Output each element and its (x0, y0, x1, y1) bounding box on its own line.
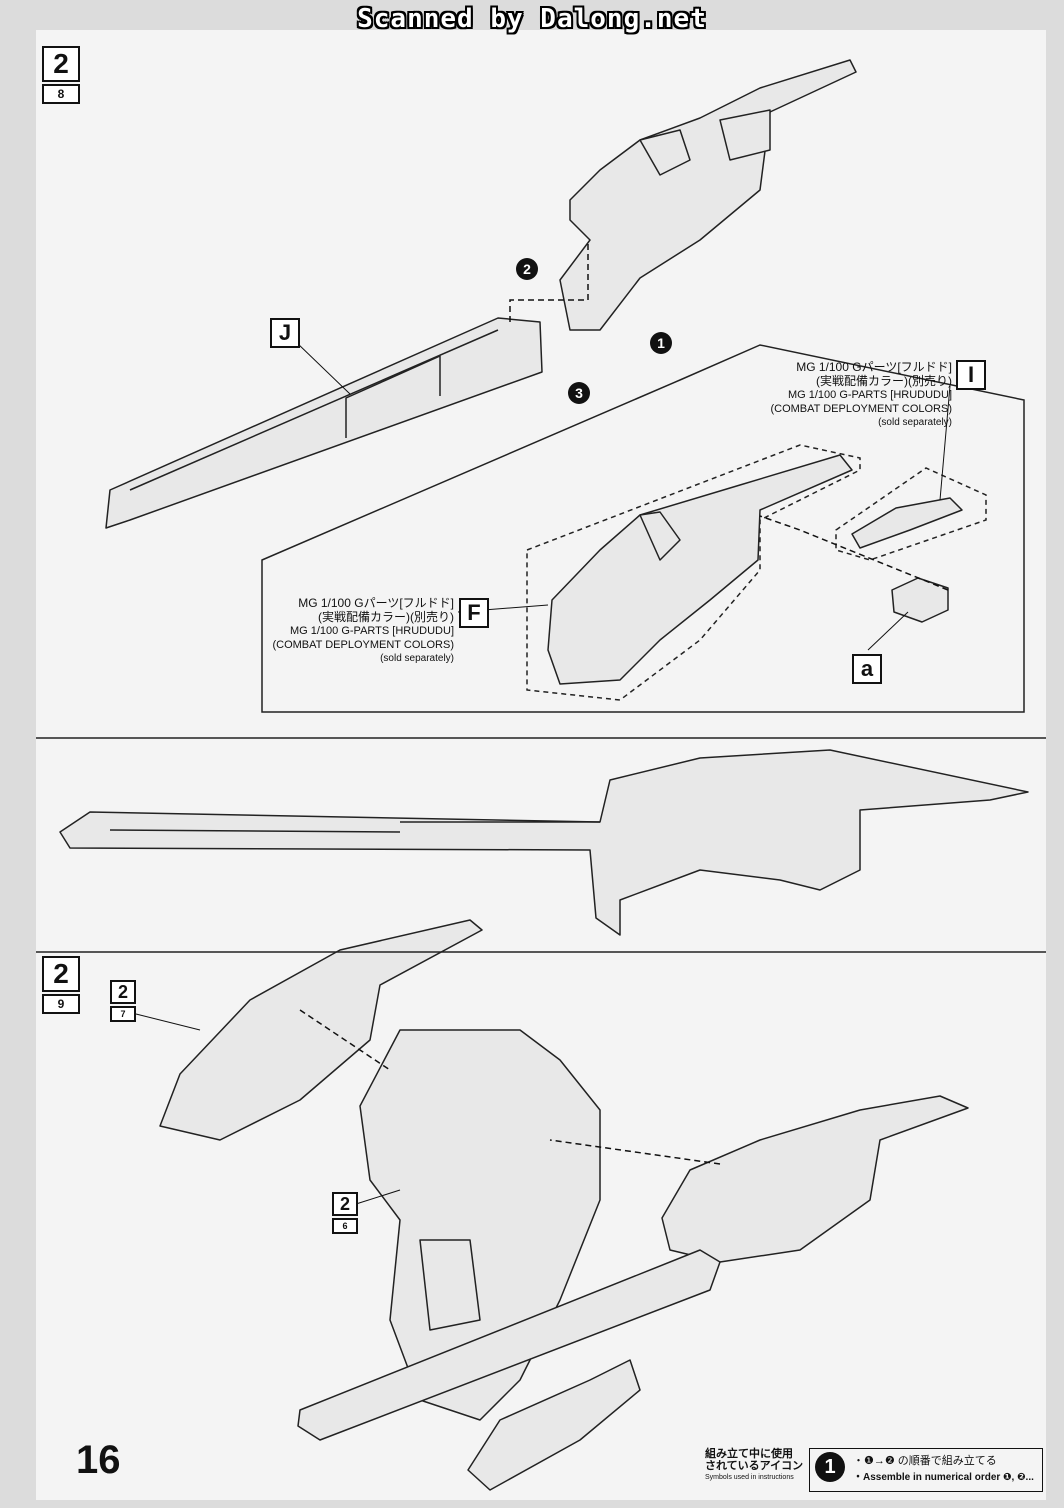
step-sub-number: 8 (42, 84, 80, 104)
symbol-legend: 組み立て中に使用 されているアイコン Symbols used in instr… (705, 1448, 1045, 1492)
barrel-bottom (297, 1249, 721, 1441)
step-sub-number: 9 (42, 994, 80, 1014)
page-number: 16 (76, 1438, 121, 1482)
step-sub-number: 6 (332, 1218, 358, 1234)
step-badge-9: 2 9 (42, 956, 80, 1014)
gparts-jp-note: (実戦配備カラー)(別売り) (318, 610, 454, 624)
inset-frame (261, 344, 1025, 713)
legend-box (809, 1448, 1043, 1492)
assembled-weapon (59, 749, 1029, 936)
part-tag-j: J (270, 318, 300, 348)
gparts-jp-note: (実戦配備カラー)(別売り) (816, 374, 952, 388)
step-ref-7: 2 7 (110, 980, 136, 1022)
weapon-right (661, 1095, 969, 1263)
weapon-left (159, 919, 483, 1141)
gparts-en-name: MG 1/100 G-PARTS [HRUDUDU] (787, 389, 952, 401)
step-ref-6: 2 6 (332, 1192, 358, 1234)
step-number: 2 (42, 956, 80, 992)
gparts-en-colors: (COMBAT DEPLOYMENT COLORS) (272, 639, 454, 651)
gparts-jp-name: MG 1/100 Gパーツ[フルドド] (796, 360, 952, 374)
step-sub-number: 7 (110, 1006, 136, 1022)
legend-title-jp-1: 組み立て中に使用 (705, 1448, 793, 1460)
order-mark-2: 2 (516, 258, 538, 280)
step-number: 2 (332, 1192, 358, 1216)
legend-en-text: ・Assemble in numerical order ❶, ❷... (853, 1472, 1034, 1483)
step-number: 2 (110, 980, 136, 1004)
order-mark-1: 1 (650, 332, 672, 354)
gparts-info-f: MG 1/100 Gパーツ[フルドド] (実戦配備カラー)(別売り) MG 1/… (200, 596, 454, 666)
legend-title: 組み立て中に使用 されているアイコン Symbols used in instr… (705, 1448, 803, 1484)
legend-title-jp-2: されているアイコン (705, 1460, 804, 1472)
order-number-icon: 1 (815, 1452, 845, 1482)
weapon-unit-upper (559, 59, 857, 331)
part-tag-a: a (852, 654, 882, 684)
step-badge-8: 2 8 (42, 46, 80, 104)
gparts-jp-name: MG 1/100 Gパーツ[フルドド] (298, 596, 454, 610)
gparts-en-colors: (COMBAT DEPLOYMENT COLORS) (770, 403, 952, 415)
gparts-en-sold: (sold separately) (380, 653, 454, 664)
gparts-info-i: MG 1/100 Gパーツ[フルドド] (実戦配備カラー)(別売り) MG 1/… (700, 360, 952, 430)
part-tag-i: I (956, 360, 986, 390)
order-mark-3: 3 (568, 382, 590, 404)
legend-title-en: Symbols used in instructions (705, 1474, 794, 1481)
barrel-part-j (105, 317, 543, 529)
clip-part-i (851, 497, 963, 549)
gparts-en-name: MG 1/100 G-PARTS [HRUDUDU] (289, 625, 454, 637)
legend-jp-text: ・❶→❷ の順番で組み立てる (853, 1455, 997, 1467)
gparts-en-sold: (sold separately) (878, 417, 952, 428)
part-tag-f: F (459, 598, 489, 628)
step-number: 2 (42, 46, 80, 82)
housing-part-f (547, 454, 853, 685)
cap-part-a (891, 577, 949, 623)
scan-credit: Scanned by Dalong.net (357, 4, 707, 34)
